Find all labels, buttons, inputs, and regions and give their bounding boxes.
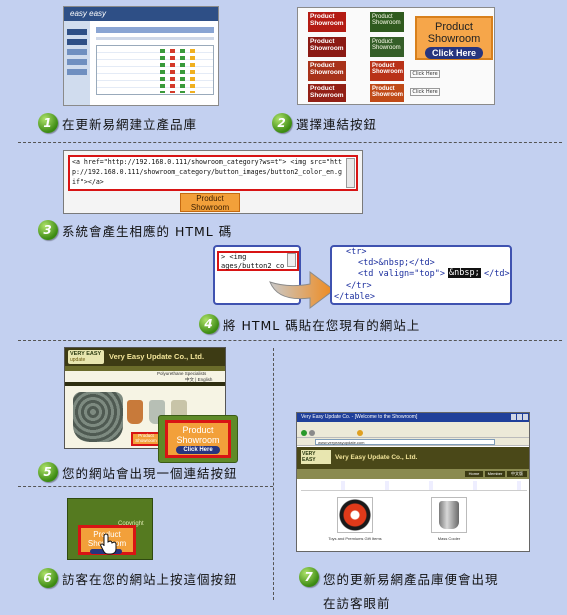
product-showroom-preview[interactable]: Product Showroom Click Here: [415, 16, 493, 60]
screenshot-4-source-code: > <img ages/button2_co: [213, 245, 301, 305]
step-1: 1 在更新易網建立產品庫: [38, 113, 197, 133]
mini-click-here-1: Click Here: [410, 70, 440, 78]
nav-home[interactable]: Home: [465, 471, 483, 477]
browser-toolbar[interactable]: [297, 428, 529, 438]
company-name: Very Easy Update Co., Ltd.: [109, 352, 205, 361]
step-4-label: 將 HTML 碼貼在您現有的網站上: [223, 317, 421, 333]
step-3: 3 系統會產生相應的 HTML 碼: [38, 220, 232, 240]
divider-2: [18, 340, 562, 341]
step-1-label: 在更新易網建立產品庫: [62, 116, 198, 132]
site-logo: VERY EASY: [301, 450, 331, 464]
site-company: Very Easy Update Co., Ltd.: [335, 454, 418, 461]
step-number-7: 7: [299, 567, 319, 587]
step-number-2: 2: [272, 113, 292, 133]
step-5: 5 您的網站會出現一個連結按鈕: [38, 462, 238, 482]
click-here-button[interactable]: Click Here: [425, 47, 483, 59]
nav-member[interactable]: Member: [485, 471, 505, 477]
divider-vertical: [273, 348, 274, 600]
tagline: Polyurethane Specialists: [157, 371, 207, 376]
urn-image: [73, 392, 123, 442]
step-3-label: 系統會產生相應的 HTML 碼: [62, 223, 233, 239]
step-number-3: 3: [38, 220, 58, 240]
screenshot-5-website: VERY EASY update Very Easy Update Co., L…: [64, 347, 226, 449]
code-line-5: </tr>: [346, 281, 372, 291]
language-switch[interactable]: 中文 | English: [185, 377, 213, 382]
copyright-text: Copyright: [118, 521, 144, 527]
step-7-label-line-1: 您的更新易網產品庫便會出現: [323, 572, 499, 587]
product-2-caption[interactable]: Mass Cooler: [437, 536, 461, 541]
step-2-label: 選擇連結按鈕: [296, 116, 378, 132]
step-6: 6 訪客在您的網站上按這個按鈕: [38, 568, 238, 588]
screenshot-3-html-code: <a href="http://192.168.0.111/showroom_c…: [63, 150, 363, 214]
step-number-1: 1: [38, 113, 58, 133]
zoomed-showroom-panel: Product Showroom Click Here: [158, 415, 238, 463]
product-1-caption[interactable]: Toys and Premiums Gift Items: [328, 536, 382, 541]
step-number-6: 6: [38, 568, 58, 588]
company-logo: VERY EASY update: [68, 350, 104, 364]
window-title: Very Easy Update Co. - [Welcome to the S…: [301, 414, 418, 420]
nav-chinese[interactable]: 中文版: [507, 471, 527, 477]
mini-click-here-2: Click Here: [410, 88, 440, 96]
step-number-5: 5: [38, 462, 58, 482]
snippet-line-2: ages/button2_co: [221, 262, 285, 270]
scrollbar[interactable]: [346, 158, 355, 188]
hand-cursor-icon: [100, 533, 117, 555]
screenshot-4-target-page: <tr> <td>&nbsp;</td> <td valign="top"> &…: [330, 245, 512, 305]
code-line-2: <td>&nbsp;</td>: [358, 258, 435, 268]
step-6-label: 訪客在您的網站上按這個按鈕: [62, 571, 238, 587]
step-7-label-line-2: 在訪客眼前: [323, 596, 391, 611]
code-line-1: <tr>: [346, 247, 367, 257]
address-bar[interactable]: www.veryeasyupdate.com: [315, 439, 495, 445]
step-number-4: 4: [199, 314, 219, 334]
zoomed-click-here[interactable]: Click Here: [176, 446, 220, 454]
step-5-label: 您的網站會出現一個連結按鈕: [62, 465, 238, 481]
nbsp-highlight: &nbsp;: [448, 268, 481, 278]
pot-image-1: [127, 400, 143, 424]
window-controls[interactable]: [511, 414, 529, 420]
step-2: 2 選擇連結按鈕: [272, 113, 377, 133]
screenshot-7-browser-showroom: Very Easy Update Co. - [Welcome to the S…: [296, 412, 530, 552]
code-line-4: </td>: [484, 269, 510, 279]
product-1-image[interactable]: [337, 497, 373, 533]
code-line-6: </table>: [334, 292, 375, 302]
step-4: 4 將 HTML 碼貼在您現有的網站上: [199, 314, 420, 334]
screenshot-1-admin-panel: easy easy: [63, 6, 219, 106]
snippet-line-1: > <img: [221, 253, 247, 261]
code-line-3: <td valign="top">: [358, 269, 445, 279]
divider-1: [18, 142, 562, 143]
zoomed-showroom-button[interactable]: Product Showroom Click Here: [165, 420, 231, 458]
step-7: 7 您的更新易網產品庫便會出現 在訪客眼前: [299, 567, 499, 612]
preview-line-1: Product: [435, 21, 473, 33]
paste-arrow-icon: [269, 271, 335, 309]
html-code-text: <a href="http://192.168.0.111/showroom_c…: [72, 158, 342, 186]
screenshot-6-visitor-click: Copyright Product Showroom: [67, 498, 153, 560]
preview-line-2: Showroom: [427, 33, 481, 45]
brand-logo: easy easy: [70, 9, 107, 18]
divider-3: [18, 486, 273, 487]
